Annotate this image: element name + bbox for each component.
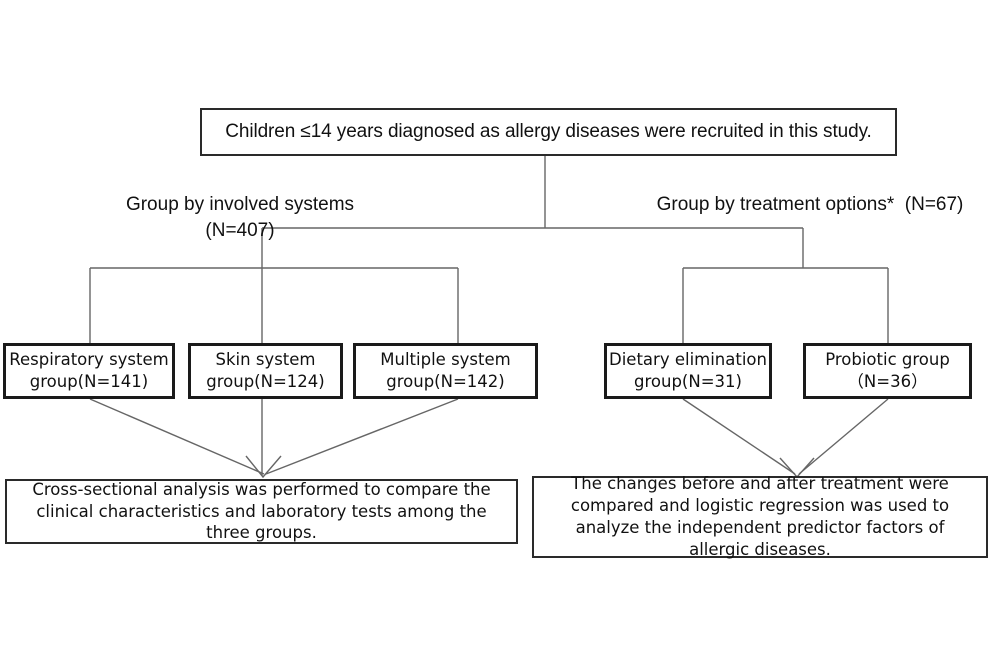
- edge-prob-converge: [798, 398, 889, 475]
- edge-left-arrowhead: [245, 455, 282, 479]
- node-conclusion-cross-sectional: Cross-sectional analysis was performed t…: [5, 479, 518, 544]
- node-skin-system-group: Skin system group(N=124): [188, 343, 343, 399]
- node-conclusion-treatment-changes: The changes before and after treatment w…: [532, 474, 988, 559]
- edge-multi-converge: [265, 398, 459, 475]
- node-dietary-elimination-group: Dietary elimination group(N=31): [604, 343, 772, 399]
- node-probiotic-group: Probiotic group （N=36）: [803, 343, 972, 399]
- branch-label-treatment-options: Group by treatment options* (N=67): [656, 194, 964, 215]
- node-multiple-system-group: Multiple system group(N=142): [353, 343, 538, 399]
- edge-diet-converge: [682, 398, 796, 475]
- edge-resp-converge: [89, 398, 265, 475]
- node-recruitment: Children ≤14 years diagnosed as allergy …: [200, 108, 897, 156]
- branch-label-involved-systems: Group by involved systems (N=407): [125, 194, 355, 241]
- node-respiratory-system-group: Respiratory system group(N=141): [3, 343, 175, 399]
